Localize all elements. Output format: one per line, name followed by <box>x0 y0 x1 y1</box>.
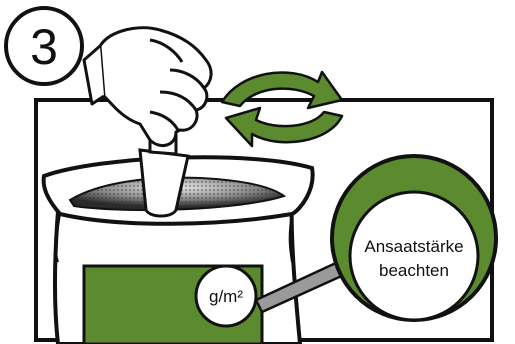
callout-line1: Ansaatstärke <box>364 237 463 256</box>
callout-line2: beachten <box>379 261 449 280</box>
badge-label: g/m² <box>209 287 243 306</box>
hand-holding-scoop-icon <box>84 28 211 146</box>
step-number: 3 <box>30 19 58 75</box>
step-number-badge: 3 <box>6 8 82 84</box>
magnifier-circle-icon: Ansaatstärke beachten <box>332 156 496 320</box>
circular-arrows-icon <box>222 72 342 146</box>
grams-per-square-meter-badge: g/m² <box>196 266 256 326</box>
